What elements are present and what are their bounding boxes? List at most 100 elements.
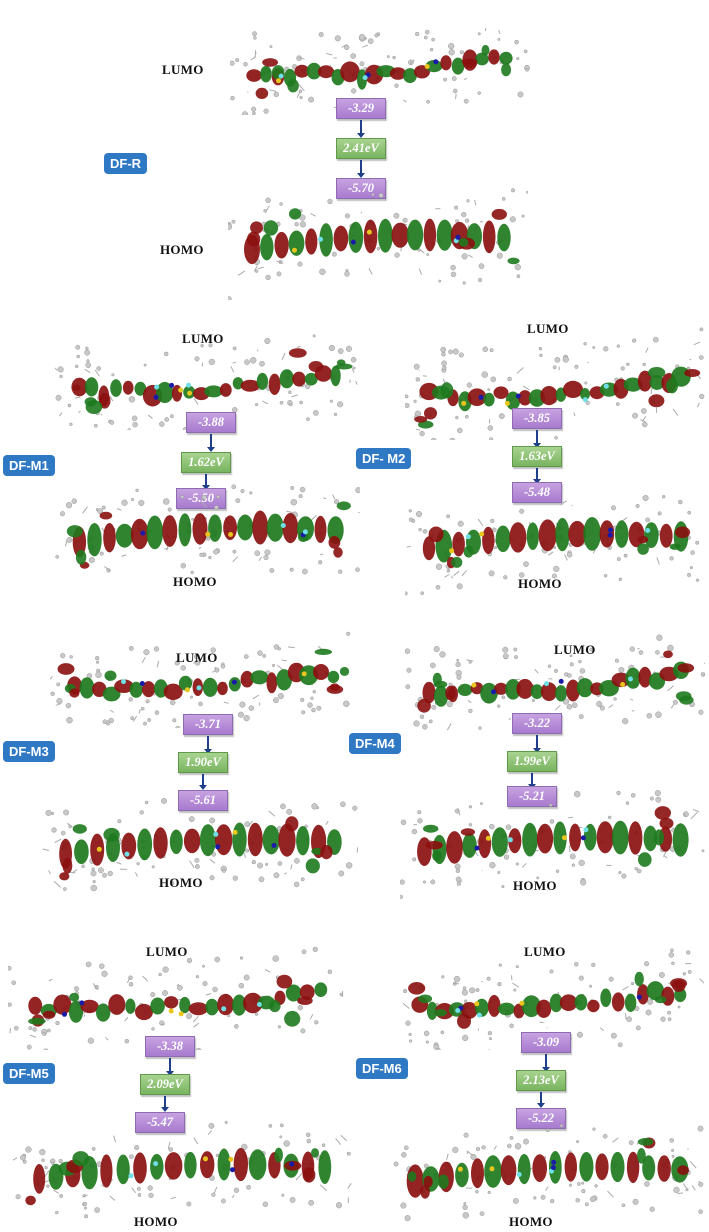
bond-glyph [50,675,53,680]
heteroatom-glyph [280,523,286,528]
orbital-lobe [566,679,580,702]
arrow [202,474,210,490]
orbital-lobe [669,543,681,550]
atom-glyph [618,870,622,875]
lumo-orbital-plot [405,327,705,440]
orbital-lobe [305,858,320,874]
orbital-lobe [246,69,262,82]
atom-glyph [603,573,608,578]
atom-glyph [41,1158,45,1163]
atom-glyph [671,961,675,965]
heteroatom-glyph [232,829,238,835]
atom-glyph [262,654,267,658]
orbital-lobe [497,223,511,252]
atom-glyph [172,718,177,723]
atom-glyph [461,211,467,218]
atom-glyph [452,1146,459,1154]
bond-glyph [539,1021,544,1024]
orbital-lobe [296,826,310,856]
atom-glyph [393,212,400,219]
orbital-lobe [417,837,432,866]
orbital-lobe [279,369,294,389]
atom-glyph [195,1047,202,1050]
atom-glyph [456,881,461,886]
atom-glyph [367,38,374,44]
atom-glyph [507,376,512,382]
orbital-lobe [457,683,473,696]
heteroatom-glyph [124,851,130,857]
orbital-lobe [103,827,120,842]
atom-glyph [306,1132,311,1137]
atom-glyph [630,793,636,798]
atom-glyph [150,992,156,998]
orbital-lobe [108,994,126,1015]
atom-glyph [83,1206,87,1210]
orbital-lobe [28,996,43,1015]
orbital-lobe [422,681,436,704]
orbital-lobe [555,517,570,552]
heteroatom-glyph [433,59,439,65]
atom-glyph [631,981,635,986]
orbital-lobe [467,388,487,406]
atom-glyph [589,1196,596,1203]
orbital-lobe [68,1000,84,1023]
atom-glyph [265,197,271,203]
atom-glyph [11,980,16,986]
heteroatom-glyph [203,1156,208,1162]
atom-glyph [162,498,170,505]
orbital-lobe [164,1152,183,1180]
atom-glyph [334,35,341,42]
atom-glyph [400,879,405,885]
atom-glyph [90,870,97,877]
atom-glyph [511,188,516,193]
atom-glyph [186,957,193,964]
bond-glyph [230,366,235,373]
orbital-lobe [288,348,307,358]
orbital-lobe [278,823,296,857]
atom-glyph [463,1132,469,1138]
orbital-lobe [188,1002,209,1016]
atom-glyph [475,1147,480,1152]
atom-glyph [162,966,169,973]
heteroatom-glyph [476,1012,482,1018]
atom-glyph [82,1201,88,1206]
bond-glyph [599,1027,605,1032]
atom-glyph [569,654,573,658]
atom-glyph [238,983,245,989]
atom-glyph [700,672,705,677]
heteroatom-glyph [603,383,609,389]
atom-glyph [462,1204,468,1211]
orbital-lobe [576,678,594,698]
atom-glyph [293,881,300,888]
atom-glyph [232,875,238,881]
heteroatom-glyph [620,682,626,687]
atom-glyph [454,205,459,210]
atom-glyph [228,223,233,230]
atom-glyph [498,413,505,420]
arrow [533,735,541,753]
bond-glyph [213,1186,218,1194]
orbital-lobe [289,208,302,220]
orbital-lobe [657,1155,671,1182]
orbital-lobe [463,545,474,558]
orbital-lobe [25,1195,36,1206]
orbital-lobe [432,850,442,862]
atom-glyph [306,417,310,421]
atom-glyph [401,1152,407,1158]
atom-glyph [562,356,569,363]
atom-glyph [314,1020,319,1025]
heteroatom-glyph [187,390,193,396]
atom-glyph [462,986,467,991]
orbital-lobe [171,384,183,402]
bond-glyph [347,1183,352,1189]
orbital-lobe [663,650,673,659]
atom-glyph [468,805,472,809]
bond-glyph [262,400,269,405]
orbital-lobe [130,518,149,550]
atom-glyph [392,55,396,60]
bond-glyph [554,704,561,711]
bond-glyph [368,268,373,275]
atom-glyph [478,263,485,269]
atom-glyph [521,214,525,218]
atom-glyph [431,704,437,710]
